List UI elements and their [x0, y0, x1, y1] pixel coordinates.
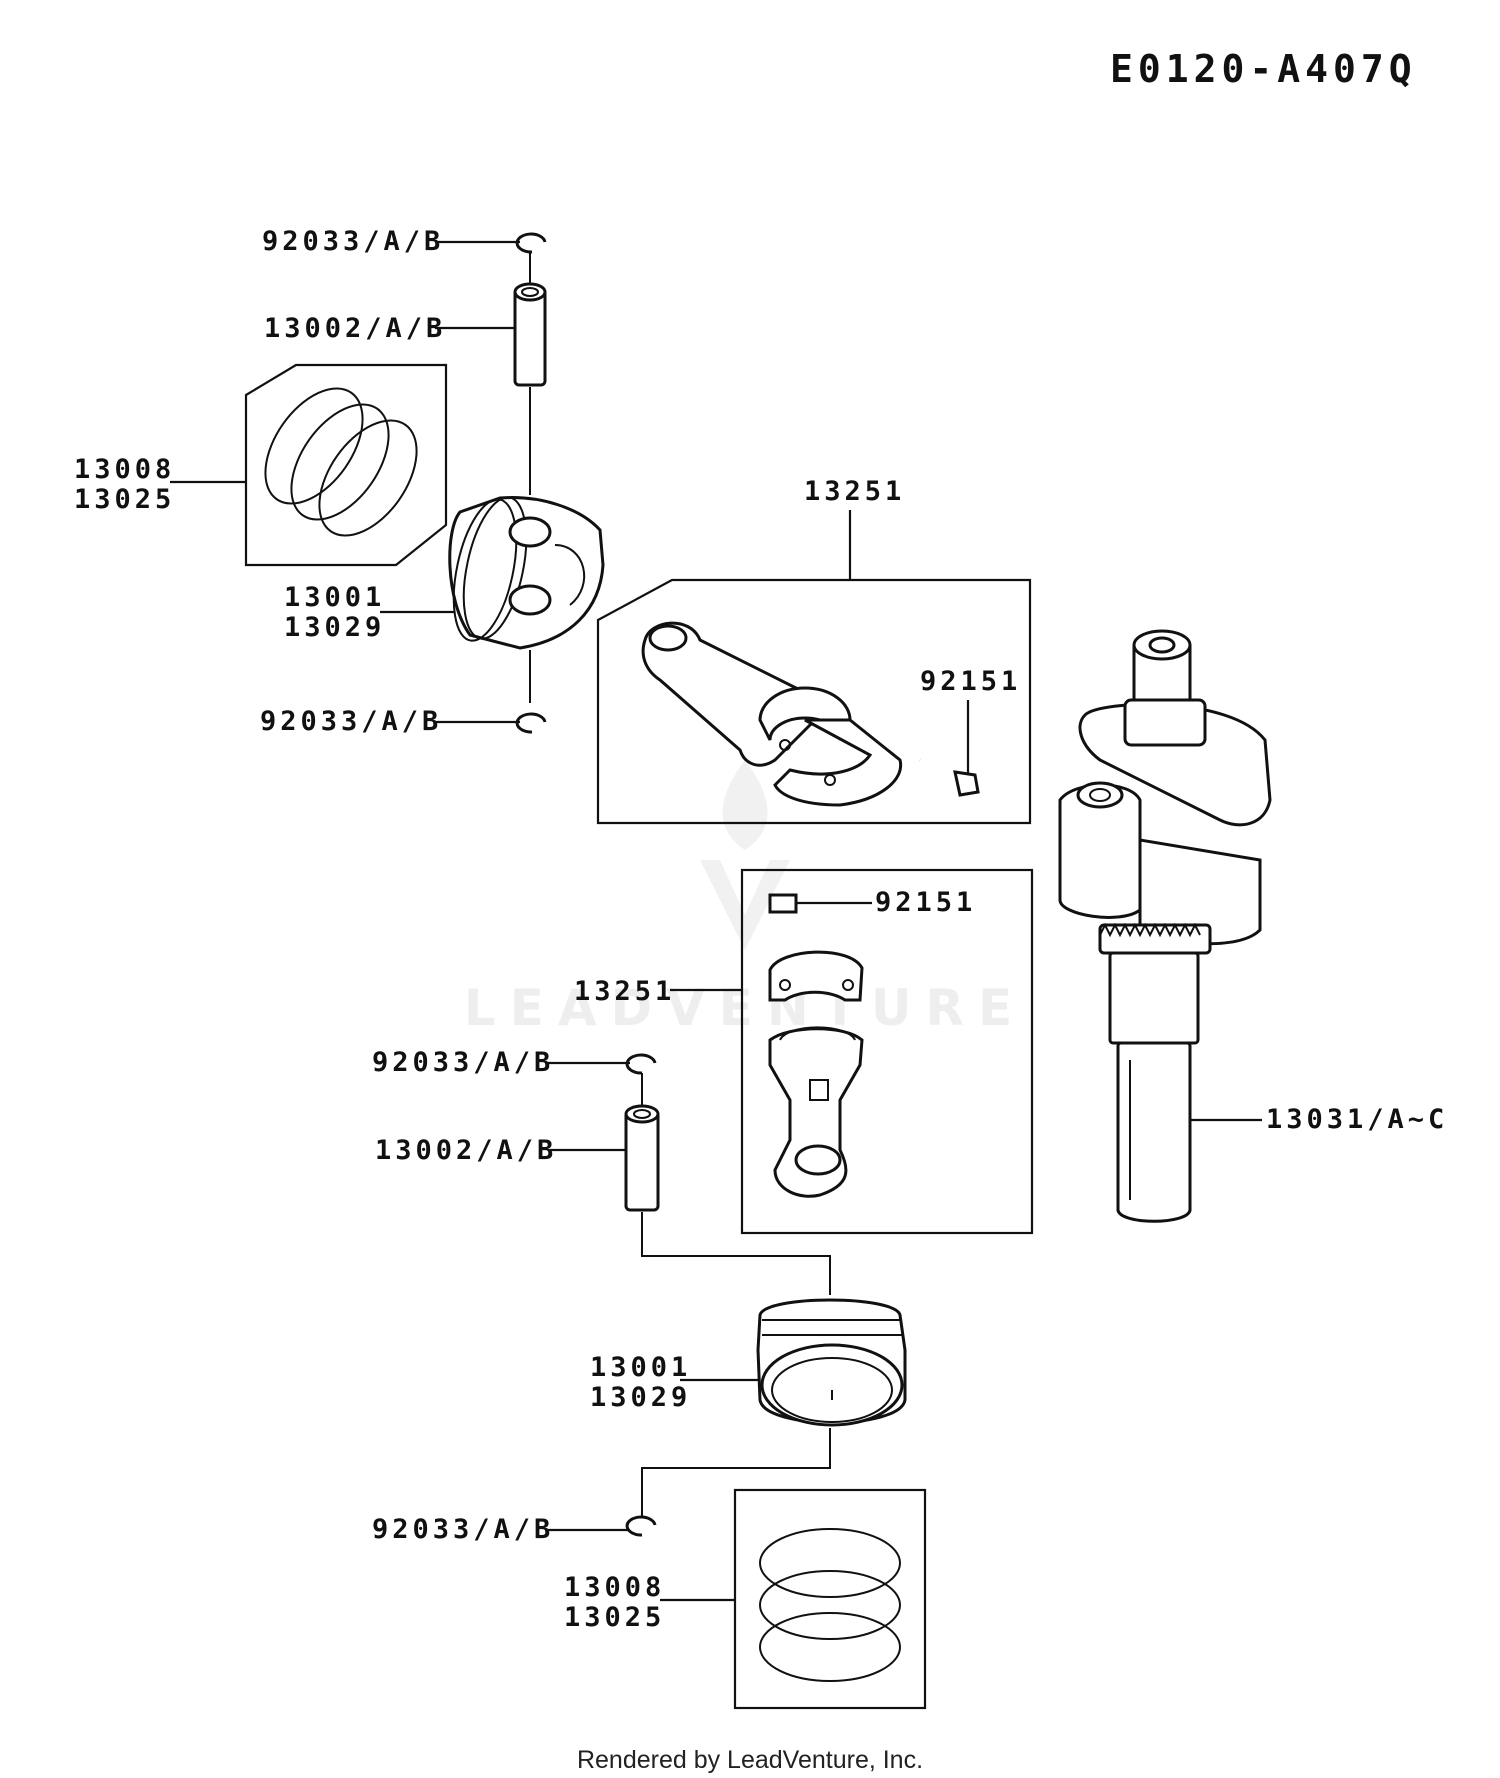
label-bolt-top: 92151: [920, 666, 1021, 697]
label-clip-top-1: 92033/A/B: [262, 226, 444, 257]
label-rings-lower-b: 13025: [564, 1602, 665, 1633]
label-crankshaft: 13031/A~C: [1266, 1104, 1448, 1135]
circlip-lower-2[interactable]: [545, 1515, 657, 1537]
diagram-code: E0120-A407Q: [1110, 47, 1417, 91]
label-piston-top-a: 13001: [284, 582, 385, 613]
circlip-lower-1[interactable]: [545, 1053, 657, 1105]
label-rings-lower-a: 13008: [564, 1572, 665, 1603]
watermark: LEADVENTURE: [464, 760, 1026, 1037]
label-clip-top-2: 92033/A/B: [260, 706, 442, 737]
piston-rings-lower[interactable]: [660, 1488, 927, 1710]
label-clip-lower-1: 92033/A/B: [372, 1047, 554, 1078]
piston-top[interactable]: [380, 492, 605, 703]
piston-lower[interactable]: [641, 1298, 907, 1520]
piston-pin-lower[interactable]: [550, 1104, 831, 1295]
label-bolt-lower: 92151: [875, 887, 976, 918]
watermark-text: LEADVENTURE: [464, 979, 1026, 1037]
label-pin-lower: 13002/A/B: [375, 1135, 557, 1166]
connecting-rod-top[interactable]: [596, 510, 1032, 825]
label-rings-top-a: 13008: [74, 454, 175, 485]
piston-rings-top[interactable]: [170, 363, 448, 567]
connecting-rod-lower[interactable]: [670, 868, 1034, 1235]
label-rod-lower: 13251: [574, 976, 675, 1007]
circlip-top-1[interactable]: [435, 232, 547, 285]
label-piston-lower-b: 13029: [590, 1382, 691, 1413]
footer-credit: Rendered by LeadVenture, Inc.: [577, 1746, 923, 1774]
label-piston-top-b: 13029: [284, 612, 385, 643]
crankshaft[interactable]: [1058, 629, 1272, 1223]
label-piston-lower-a: 13001: [590, 1352, 691, 1383]
label-clip-lower-2: 92033/A/B: [372, 1514, 554, 1545]
circlip-top-2[interactable]: [435, 712, 547, 734]
label-rings-top-b: 13025: [74, 484, 175, 515]
piston-pin-top[interactable]: [435, 282, 547, 495]
label-pin-top: 13002/A/B: [264, 313, 446, 344]
label-rod-top: 13251: [804, 476, 905, 507]
